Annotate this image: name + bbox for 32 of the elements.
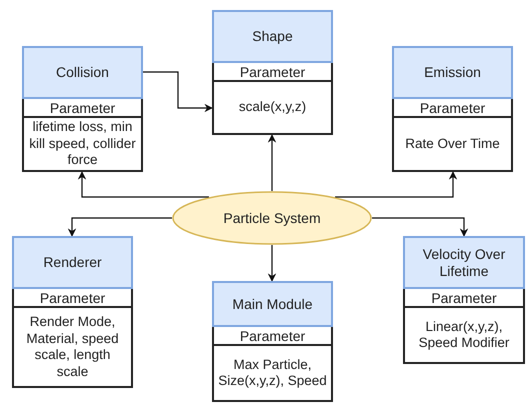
- parameter-heading: Parameter: [212, 327, 333, 346]
- module-box: [22, 46, 143, 172]
- module-title: Collision: [22, 46, 143, 99]
- parameter-list: scale(x,y,z): [212, 80, 333, 135]
- system-label: Particle System: [223, 210, 321, 226]
- parameter-list: Rate Over Time: [392, 116, 513, 172]
- arrow: [372, 217, 468, 237]
- arrow: [78, 171, 209, 198]
- parameter-list: Linear(x,y,z), Speed Modifier: [403, 306, 525, 364]
- parameter-heading: Parameter: [22, 99, 143, 118]
- arrow: [143, 71, 213, 112]
- module-box: [392, 46, 513, 172]
- module-box: [212, 281, 333, 402]
- arrow: [68, 217, 172, 237]
- module-title: Shape: [212, 10, 333, 63]
- module-title: Velocity Over Lifetime: [403, 236, 525, 289]
- parameter-heading: Parameter: [403, 289, 525, 308]
- module-title: Renderer: [12, 236, 133, 289]
- parameter-list: Max Particle, Size(x,y,z), Speed: [212, 344, 333, 402]
- parameter-heading: Parameter: [392, 99, 513, 118]
- parameter-list: Render Mode, Material, speed scale, length scale: [12, 306, 133, 388]
- module-box: [403, 236, 525, 364]
- module-box: [12, 236, 133, 388]
- parameter-heading: Parameter: [212, 63, 333, 82]
- arrow: [268, 245, 276, 282]
- parameter-heading: Parameter: [12, 289, 133, 308]
- parameter-list: lifetime loss, min kill speed, collider force: [22, 116, 143, 172]
- arrow: [268, 134, 276, 191]
- module-title: Main Module: [212, 281, 333, 327]
- module-box: [212, 10, 333, 135]
- arrow: [335, 171, 458, 198]
- module-title: Emission: [392, 46, 513, 99]
